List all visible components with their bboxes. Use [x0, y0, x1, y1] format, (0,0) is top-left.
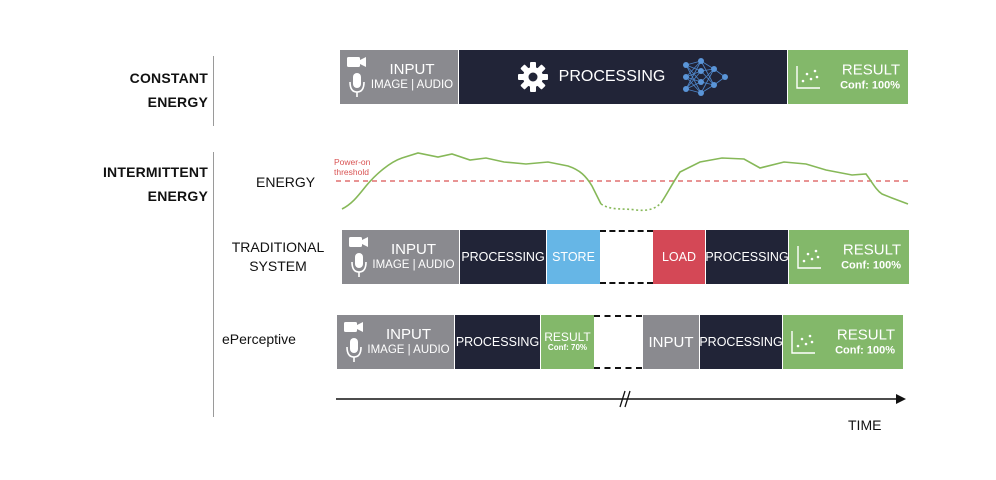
result-block: RESULT Conf: 100%	[788, 50, 908, 104]
time-axis-label: TIME	[848, 417, 882, 433]
scatter-chart-icon	[796, 66, 820, 89]
result-title: RESULT	[841, 61, 900, 79]
input-subtitle: IMAGE | AUDIO	[367, 343, 450, 356]
scatter-chart-icon	[797, 246, 821, 269]
section-label-line: ENERGY	[147, 188, 208, 204]
threshold-label-line: threshold	[334, 167, 369, 177]
energy-curve-below-threshold	[600, 202, 662, 212]
processing-label: PROCESSING	[706, 250, 788, 264]
load-label: LOAD	[661, 250, 697, 264]
time-axis-break-mark	[624, 390, 631, 408]
result-block-text: RESULT Conf: 100%	[840, 61, 900, 92]
scatter-chart-icon	[791, 331, 815, 354]
input-block-text: INPUT IMAGE | AUDIO	[371, 62, 453, 91]
result-title: RESULT	[544, 330, 591, 344]
row-label-energy: ENERGY	[256, 174, 316, 190]
input-subtitle: IMAGE | AUDIO	[370, 78, 454, 91]
processing-label: PROCESSING	[700, 335, 782, 349]
row-label-line: TRADITIONAL	[231, 239, 325, 255]
result-block-text: RESULT Conf: 100%	[835, 326, 895, 357]
result-confidence: Conf: 100%	[835, 344, 895, 357]
result-confidence: Conf: 70%	[547, 343, 588, 353]
result-block: RESULT Conf: 100%	[783, 315, 903, 369]
input-block-resume: INPUT	[643, 315, 699, 369]
neural-network-icon	[683, 58, 729, 96]
section-divider-constant	[213, 56, 214, 126]
power-off-gap	[594, 315, 642, 369]
section-label-intermittent-energy: INTERMITTENT ENERGY	[80, 160, 208, 208]
result-block-text: RESULT Conf: 100%	[841, 241, 901, 272]
time-axis-arrowhead	[896, 394, 906, 404]
input-block-text: INPUT IMAGE | AUDIO	[372, 242, 454, 271]
result-confidence: Conf: 100%	[840, 79, 900, 92]
partial-result-block: RESULT Conf: 70%	[541, 315, 594, 369]
threshold-label-line: Power-on	[334, 157, 371, 167]
load-block: LOAD	[653, 230, 705, 284]
time-axis-break-mark	[619, 390, 626, 408]
row-label-eperceptive: ePerceptive	[222, 331, 296, 347]
partial-result-text: RESULT Conf: 70%	[544, 330, 591, 353]
input-subtitle: IMAGE | AUDIO	[372, 258, 455, 271]
processing-label: PROCESSING	[558, 68, 666, 85]
result-block: RESULT Conf: 100%	[789, 230, 909, 284]
input-title: INPUT	[385, 326, 431, 344]
store-label: STORE	[552, 250, 595, 264]
input-block: INPUT IMAGE | AUDIO	[337, 315, 454, 369]
input-block-text: INPUT IMAGE | AUDIO	[367, 327, 449, 356]
processing-block: PROCESSING	[460, 230, 546, 284]
threshold-label: Power-on threshold	[334, 157, 370, 177]
row-label-line: SYSTEM	[249, 258, 307, 274]
section-label-line: CONSTANT	[129, 70, 208, 86]
row-label-traditional-system: TRADITIONAL SYSTEM	[226, 238, 330, 276]
processing-block: PROCESSING	[455, 315, 540, 369]
processing-block: PROCESSING	[706, 230, 788, 284]
camera-microphone-icon	[344, 322, 363, 362]
processing-label: PROCESSING	[455, 335, 540, 349]
processing-block: PROCESSING	[459, 50, 787, 104]
energy-curve-above-threshold	[341, 152, 602, 210]
camera-microphone-icon	[347, 57, 366, 97]
input-title: INPUT	[648, 333, 694, 351]
result-title: RESULT	[836, 326, 895, 344]
section-label-constant-energy: CONSTANT ENERGY	[100, 66, 208, 114]
camera-microphone-icon	[349, 237, 368, 277]
energy-curve-recovery	[660, 157, 909, 205]
section-label-line: INTERMITTENT	[102, 164, 208, 180]
power-off-gap	[600, 230, 653, 284]
input-title: INPUT	[390, 241, 436, 259]
result-confidence: Conf: 100%	[841, 259, 901, 272]
input-block: INPUT IMAGE | AUDIO	[340, 50, 458, 104]
section-label-line: ENERGY	[147, 94, 208, 110]
input-title: INPUT	[389, 61, 435, 79]
section-divider-intermittent	[213, 152, 214, 417]
processing-label: PROCESSING	[461, 250, 545, 264]
input-block: INPUT IMAGE | AUDIO	[342, 230, 459, 284]
store-block: STORE	[547, 230, 600, 284]
processing-block: PROCESSING	[700, 315, 782, 369]
result-title: RESULT	[842, 241, 901, 259]
gear-icon	[517, 62, 548, 92]
